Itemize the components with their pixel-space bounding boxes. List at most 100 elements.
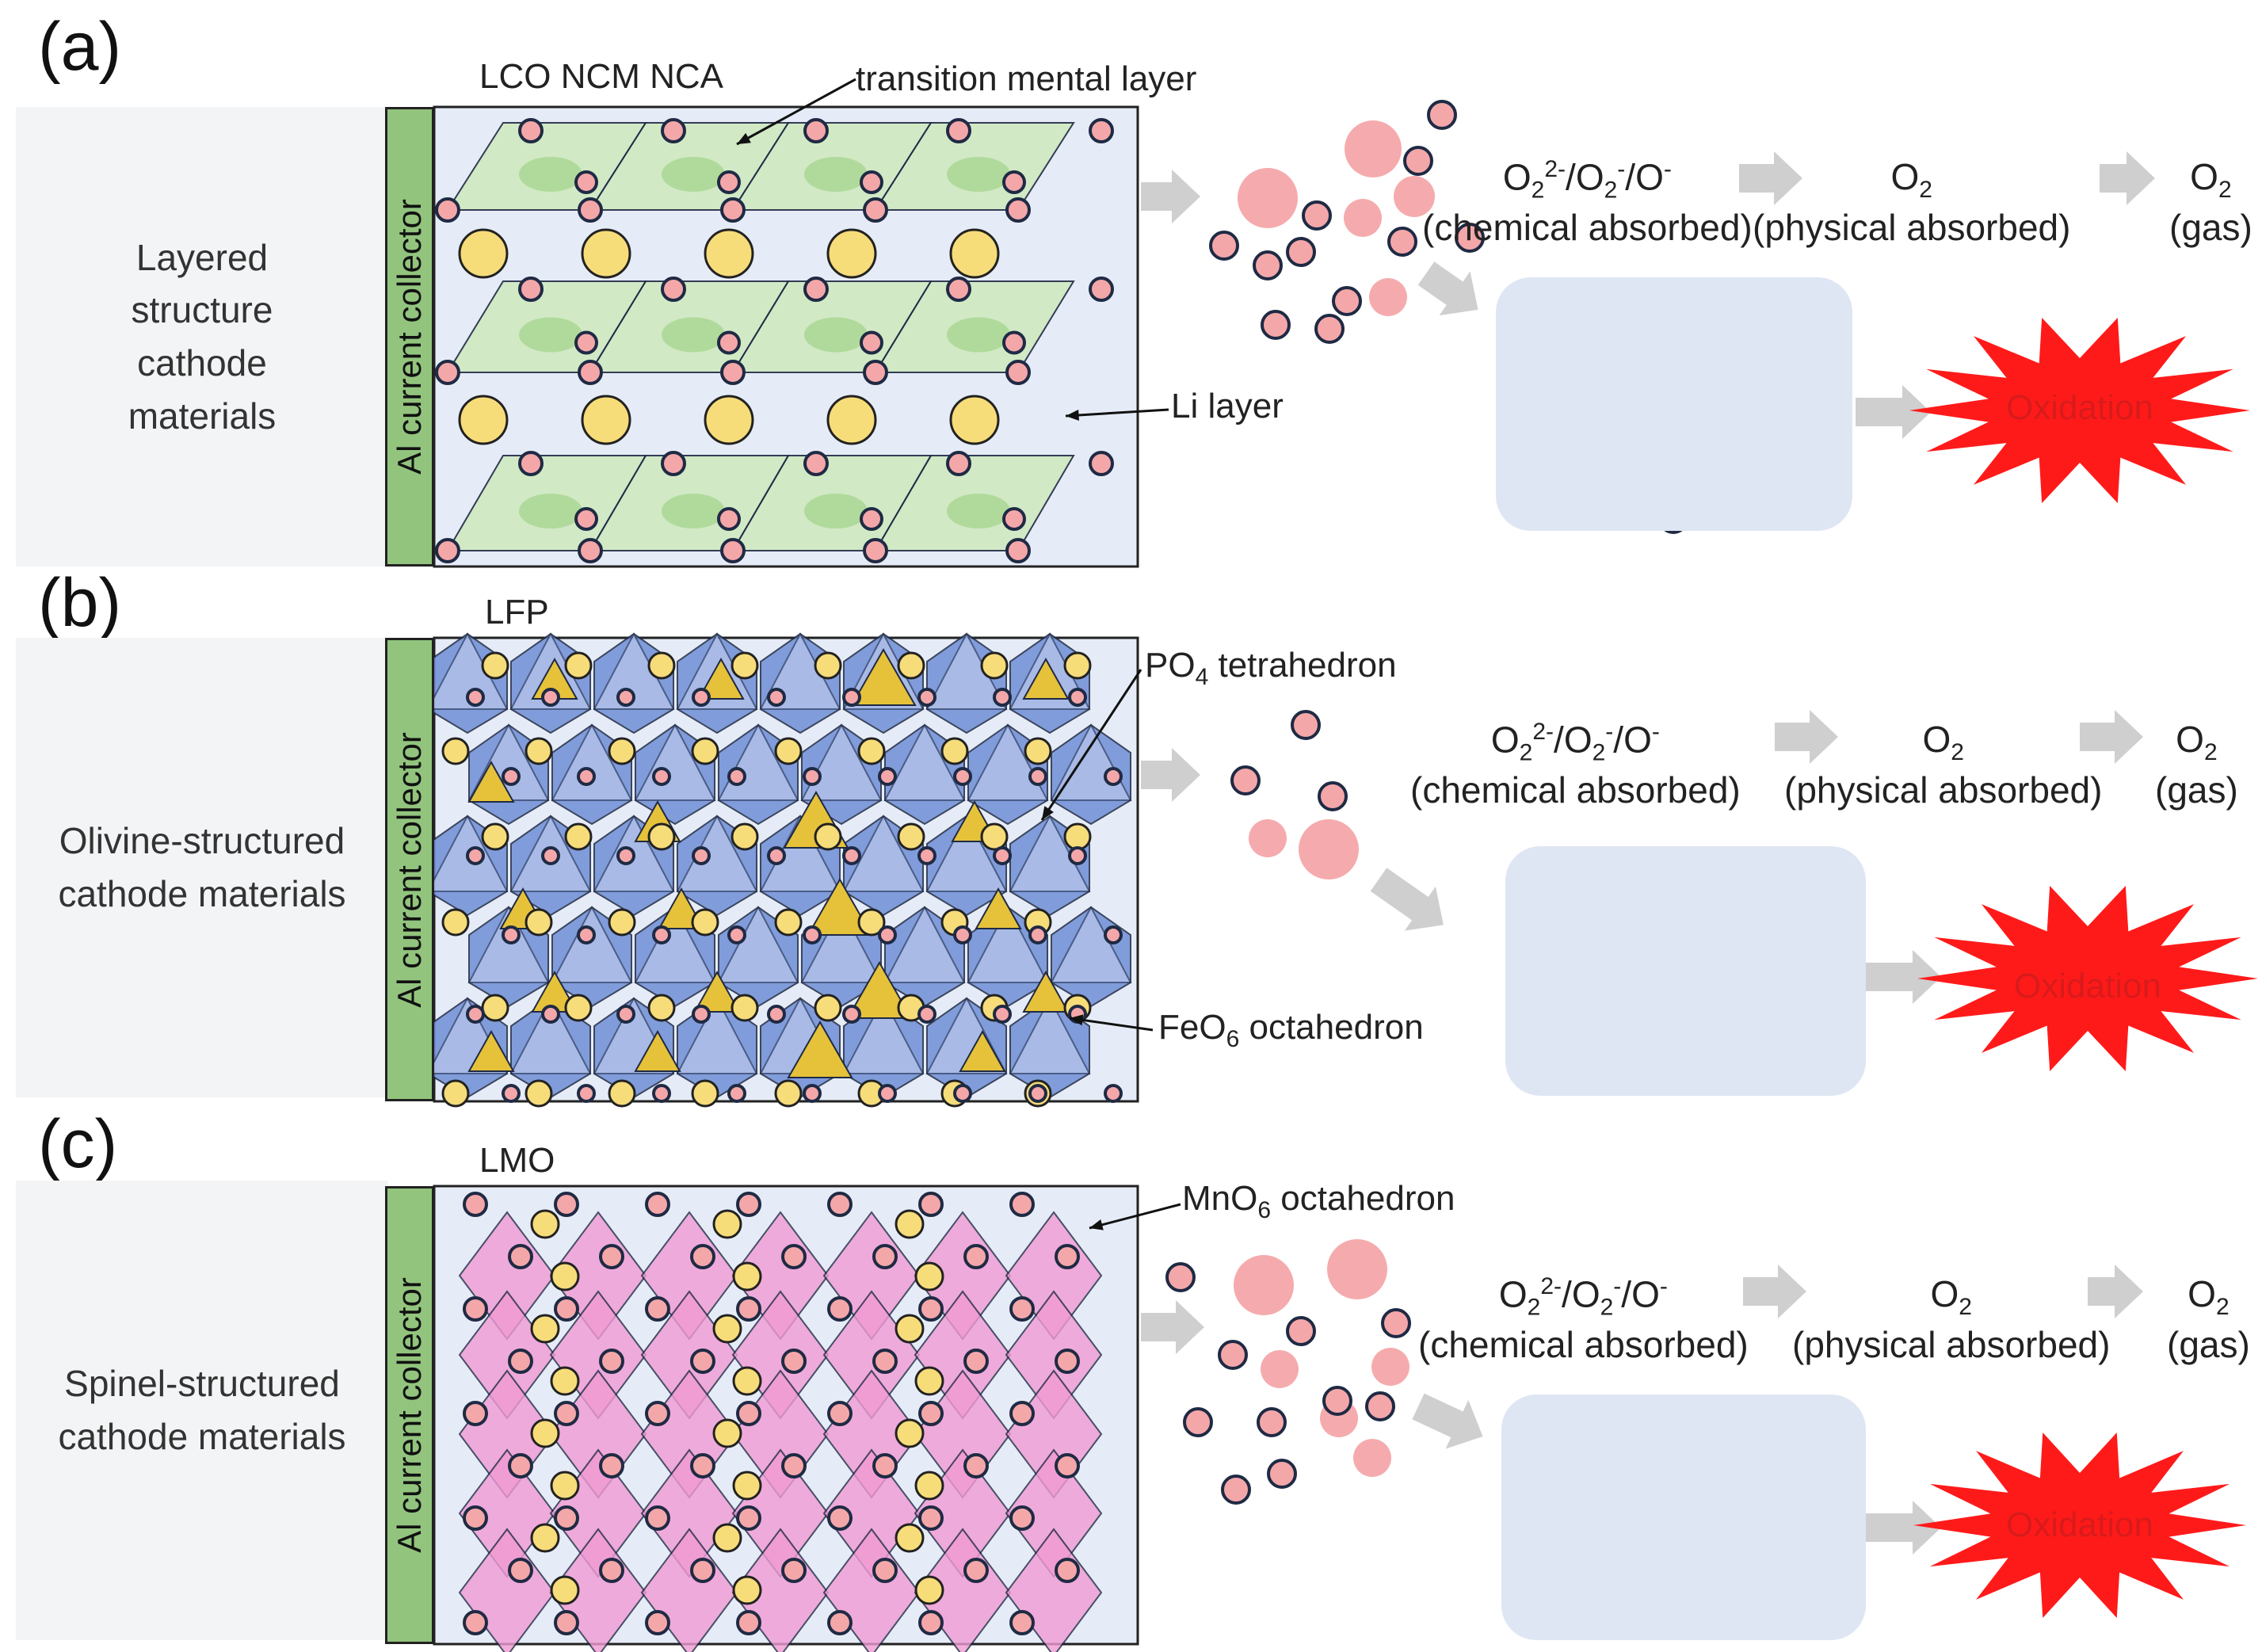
annotation-transition-layer: transition mental layer <box>856 59 1197 98</box>
oxygen-atom <box>1089 118 1114 143</box>
leader-mno6-head <box>1089 1219 1104 1230</box>
oxygen-atom <box>1028 925 1047 944</box>
oxygen-atom <box>508 1453 533 1478</box>
leader-po4-head <box>1042 806 1054 820</box>
oxygen-molecule <box>1369 278 1407 316</box>
stage-physical-absorbed-b: O2 (physical absorbed) <box>1784 719 2103 811</box>
oxygen-atom <box>860 330 883 355</box>
oxygen-atom <box>502 1084 521 1103</box>
oxygen-atom <box>727 767 746 786</box>
po4-tetrahedron <box>1022 970 1070 1013</box>
oxygen-atom <box>872 1558 898 1583</box>
oxygen-atom <box>1381 1308 1411 1338</box>
oxygen-atom <box>720 360 746 385</box>
oxygen-atom <box>781 1244 807 1269</box>
li-atom <box>914 1575 944 1605</box>
oxygen-atom <box>466 688 485 707</box>
arrow-oxidation-b <box>1866 950 1941 1004</box>
oxygen-atom <box>872 1244 898 1269</box>
oxygen-atom <box>827 1610 853 1635</box>
oxygen-atom <box>690 1244 715 1269</box>
octahedron-face <box>842 996 925 1074</box>
octahedron-face <box>717 905 799 983</box>
li-atom <box>732 1575 762 1605</box>
oxygen-atom <box>720 538 746 563</box>
li-atom <box>897 822 925 851</box>
oxygen-atom <box>1403 146 1433 176</box>
oxygen-molecule <box>1344 199 1382 237</box>
oxygen-atom <box>690 1349 715 1374</box>
oxygen-atom <box>781 1349 807 1374</box>
li-atom <box>530 1209 560 1239</box>
li-atom <box>895 1209 925 1239</box>
arrow-stage1-a <box>1739 151 1802 205</box>
li-atom <box>608 1079 636 1108</box>
li-atom <box>732 1366 762 1396</box>
oxygen-atom <box>508 1558 533 1583</box>
stage-chemical-absorbed-a: O22-/O2-/O- (chemical absorbed) <box>1422 156 1753 249</box>
oxygen-atom <box>1005 360 1031 385</box>
li-atom <box>980 822 1009 851</box>
oxidation-burst-a <box>1909 318 2250 503</box>
oxygen-atom <box>652 925 671 944</box>
oxygen-atom <box>1104 1084 1123 1103</box>
oxygen-atom <box>803 767 822 786</box>
li-atom <box>730 651 759 680</box>
octahedron-face <box>1009 996 1091 1074</box>
li-atom <box>826 395 877 445</box>
li-atom <box>1063 822 1092 851</box>
li-atom <box>530 1523 560 1553</box>
li-atom <box>712 1314 742 1344</box>
li-atom <box>949 395 1000 445</box>
oxygen-atom <box>860 170 883 194</box>
oxygen-atom <box>863 538 888 563</box>
oxygen-atom <box>1261 310 1291 340</box>
side-title-c: Spinel-structured cathode materials <box>16 1181 388 1640</box>
octahedron-face <box>551 723 633 801</box>
oxygen-atom <box>1089 277 1114 302</box>
oxygen-atom <box>518 277 544 302</box>
panel-label-c: (c) <box>38 1106 118 1182</box>
arrow-adsorb-a <box>1417 261 1478 316</box>
oxygen-atom <box>803 1084 822 1103</box>
oxygen-atom <box>1068 688 1087 707</box>
li-atom <box>712 1523 742 1553</box>
li-atom <box>774 1079 803 1108</box>
oxygen-molecule <box>1345 120 1402 177</box>
panel-label-a: (a) <box>38 9 122 85</box>
oxygen-molecule <box>1234 1255 1294 1315</box>
oxygen-atom <box>661 277 686 302</box>
oxygen-atom <box>1028 1084 1047 1103</box>
oxygen-atom <box>645 1610 670 1635</box>
oxygen-atom <box>508 1349 533 1374</box>
oxygen-atom <box>502 767 521 786</box>
octahedron-face <box>1050 905 1132 983</box>
arrow-stage2-a <box>2100 151 2155 205</box>
po4-tetrahedron <box>697 657 745 700</box>
oxygen-atom <box>1009 1401 1035 1426</box>
po4-tetrahedron <box>467 760 515 803</box>
li-atom <box>1024 737 1052 765</box>
tm-atom <box>662 157 725 192</box>
octahedron-face <box>509 996 592 1074</box>
li-atom <box>897 651 925 680</box>
oxygen-atom <box>1068 846 1087 865</box>
li-atom <box>550 1366 580 1396</box>
tm-atom <box>662 494 725 528</box>
li-atom <box>730 994 759 1022</box>
material-label-b: LFP <box>485 593 549 631</box>
oxidation-burst-c <box>1913 1433 2246 1618</box>
li-atom <box>524 737 553 765</box>
oxygen-atom <box>435 538 460 563</box>
al-current-collector-c: Al current collector <box>385 1186 434 1644</box>
arrow-oxidation-c <box>1866 1501 1941 1555</box>
li-atom <box>774 908 803 937</box>
li-atom <box>774 737 803 765</box>
li-atom <box>895 1523 925 1553</box>
octahedron-face <box>676 996 758 1074</box>
oxygen-atom <box>1002 330 1026 355</box>
oxygen-atom <box>1318 781 1348 811</box>
oxygen-atom <box>767 688 786 707</box>
oxygen-atom <box>541 1005 560 1024</box>
oxygen-atom <box>878 767 897 786</box>
